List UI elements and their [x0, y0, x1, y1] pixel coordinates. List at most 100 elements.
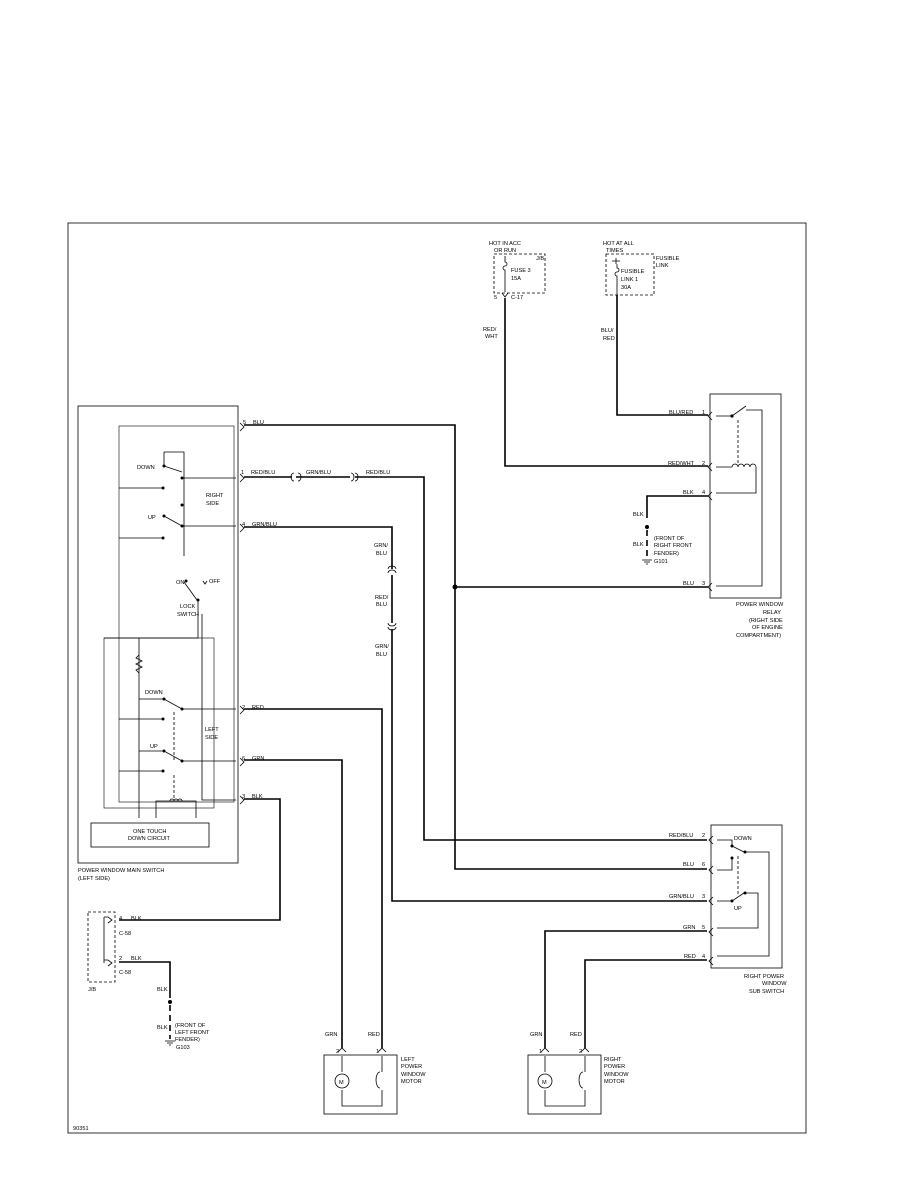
label-ms-blu: BLU: [253, 420, 264, 426]
label-top-acc: HOT IN ACC: [489, 241, 521, 247]
label-fl-2: LINK: [656, 263, 669, 269]
label-ss-3: SUB SWITCH: [749, 989, 784, 995]
connector-c2: [387, 565, 397, 631]
wire-red-wht: [504, 298, 708, 467]
label-ms-pin5: 5: [243, 420, 246, 426]
wire-label-mid-grn-blu: GRN/BLU: [306, 470, 331, 476]
label-fl-amp: 30A: [621, 285, 631, 291]
label-g-l-blk2: BLK: [157, 1025, 168, 1031]
label-right-1: RIGHT: [206, 493, 224, 499]
label-v-red-blu-2: BLU: [376, 602, 387, 608]
label-left-1: LEFT: [205, 727, 219, 733]
figure-id: 90351: [73, 1126, 89, 1132]
wire-blk-ground: [119, 961, 171, 998]
label-relay-blu-red: BLU/RED: [669, 410, 693, 416]
label-v-grn-blu-b1: GRN/: [375, 644, 389, 650]
label-ss-pin5: 5: [702, 925, 705, 931]
label-g103: G103: [176, 1045, 190, 1051]
label-lm-2: POWER: [401, 1064, 422, 1070]
label-rm-4: MOTOR: [604, 1079, 625, 1085]
label-ms-pin3: 3: [242, 794, 245, 800]
label-lm-pin2: 2: [336, 1049, 339, 1055]
label-rm-1: RIGHT: [604, 1057, 622, 1063]
label-on: ON: [176, 580, 184, 586]
label-g-l-blk1: BLK: [157, 987, 168, 993]
label-ss-pin2: 2: [702, 833, 705, 839]
wire-blu: [244, 424, 707, 870]
ground-g103: BLK BLK (FRONT OF LEFT FRONT FENDER) G10…: [157, 987, 210, 1051]
label-lm-4: MOTOR: [401, 1079, 422, 1085]
label-right-2: SIDE: [206, 501, 219, 507]
label-jb-conn: C-17: [511, 295, 523, 301]
right-power-window-motor: GRN RED 1 2 M RIGHT POWER WINDOW MOTOR: [527, 1032, 629, 1115]
label-relay-3: (RIGHT SIDE: [749, 618, 783, 624]
label-ms-pin4: 4: [242, 522, 245, 528]
label-jb-l-c58b: C-58: [119, 970, 131, 976]
label-lm-red: RED: [368, 1032, 380, 1038]
label-ground-blk-1: BLK: [633, 512, 644, 518]
label-relay-4: OF ENGINE: [752, 625, 783, 631]
power-window-relay: BLU/RED 1 RED/WHT 2 BLK 4 BLU 3 POWER WI…: [668, 393, 784, 639]
label-fl-link-2: LINK 1: [621, 277, 638, 283]
label-ot-2: DOWN CIRCUIT: [128, 836, 171, 842]
power-window-main-switch: ONE TOUCH DOWN CIRCUIT POWER WINDOW MAIN…: [77, 405, 277, 882]
label-ms-grn: GRN: [252, 756, 264, 762]
diagram-frame: [67, 222, 807, 1134]
label-rm-grn: GRN: [530, 1032, 542, 1038]
label-ss-blu: BLU: [683, 862, 694, 868]
label-relay-pin2: 2: [702, 461, 705, 467]
label-lf-1: (FRONT OF: [175, 1023, 206, 1029]
label-down-r: DOWN: [137, 465, 155, 471]
wire-label-red-wht: WHT: [485, 334, 498, 340]
label-ms-pin1: 1: [241, 470, 244, 476]
label-ground-blk-2: BLK: [633, 542, 644, 548]
label-relay-red-wht: RED/WHT: [668, 461, 695, 467]
label-ms-blk: BLK: [252, 794, 263, 800]
label-ss-pin3: 3: [702, 894, 705, 900]
label-rf-3: FENDER): [654, 551, 679, 557]
label-jb-l-pin4: 4: [119, 916, 122, 922]
label-jb-l: J/B: [88, 987, 96, 993]
label-rf-1: (FRONT OF: [654, 536, 685, 542]
label-relay-pin3: 3: [702, 581, 705, 587]
label-rf-2: RIGHT FRONT: [654, 543, 693, 549]
label-lf-3: FENDER): [175, 1037, 200, 1043]
label-v-red-blu-1: RED/: [375, 595, 389, 601]
junction-block-fuse: HOT IN ACC OR RUN J/B FUSE 3 15A 5 C-17: [489, 241, 546, 301]
label-ss-pin6: 6: [702, 862, 705, 868]
wire-grn-left-motor: [244, 759, 343, 1048]
label-motor-m-r: M: [542, 1080, 547, 1086]
label-ms-2: (LEFT SIDE): [78, 876, 110, 882]
label-lm-pin1: 1: [376, 1049, 379, 1055]
label-ss-1: RIGHT POWER: [744, 974, 784, 980]
label-ss-down: DOWN: [734, 836, 752, 842]
label-jb-l-c58a: C-58: [119, 931, 131, 937]
label-ss-grn: GRN: [683, 925, 695, 931]
label-lock-1: LOCK: [180, 604, 196, 610]
label-relay-blk: BLK: [683, 490, 694, 496]
label-v-grn-blu-b2: BLU: [376, 652, 387, 658]
label-rm-pin2: 2: [579, 1049, 582, 1055]
label-top-run: OR RUN: [494, 248, 516, 254]
label-ot-1: ONE TOUCH: [133, 829, 166, 835]
wire-red-left-motor: [244, 708, 383, 1048]
label-rm-pin1: 1: [539, 1049, 542, 1055]
label-v-grn-blu-2: BLU: [376, 551, 387, 557]
label-lm-3: WINDOW: [401, 1072, 426, 1078]
wire-label-red-wht: RED/: [483, 327, 497, 333]
label-jb-pin: 5: [494, 295, 497, 301]
label-jb-l-pin2: 2: [119, 956, 122, 962]
label-relay-2: RELAY: [763, 610, 781, 616]
label-hot-times-2: TIMES: [606, 248, 623, 254]
label-hot-times-1: HOT AT ALL: [603, 241, 634, 247]
connector-c1: [290, 472, 359, 482]
label-ss-red-blu: RED/BLU: [669, 833, 693, 839]
label-motor-m-l: M: [339, 1080, 344, 1086]
label-down-l: DOWN: [145, 690, 163, 696]
label-lf-2: LEFT FRONT: [175, 1030, 210, 1036]
label-relay-pin1: 1: [702, 410, 705, 416]
label-relay-1: POWER WINDOW: [736, 602, 784, 608]
wire-red-right-motor: [584, 959, 707, 1048]
label-fuse-name: FUSE 3: [511, 268, 531, 274]
